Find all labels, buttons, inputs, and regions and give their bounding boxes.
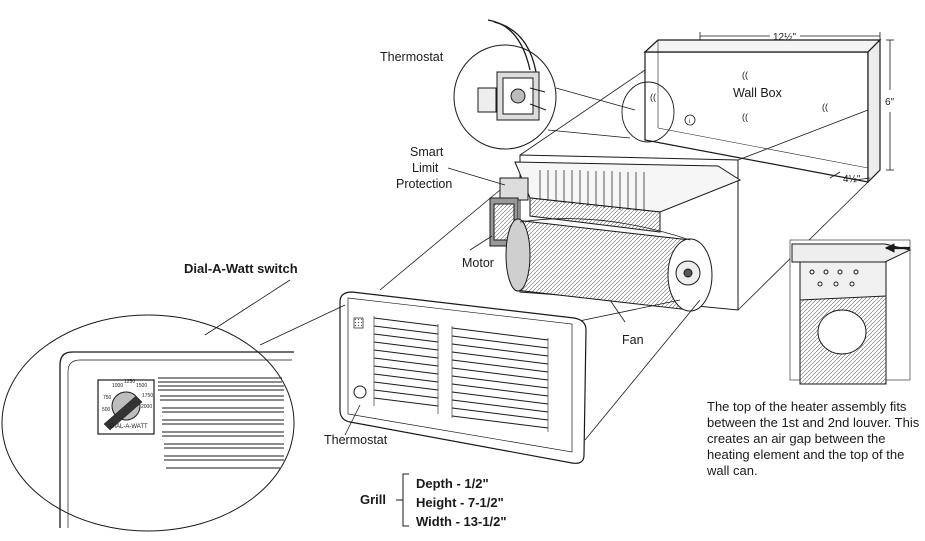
fan-label: Fan — [622, 333, 644, 347]
svg-text:((: (( — [822, 102, 828, 112]
dial-value: 2000 — [141, 404, 153, 410]
svg-text:((: (( — [742, 112, 748, 122]
wall-box-width-dimension: 12½" — [773, 32, 797, 43]
smart-limit-label-1: Smart — [410, 145, 444, 159]
dial-value: 1000 — [112, 383, 124, 389]
wall-box-label: Wall Box — [733, 86, 782, 100]
dial-a-watt-label: Dial-A-Watt switch — [184, 261, 298, 276]
dial-value: 1500 — [136, 383, 148, 389]
dimension-lines — [699, 32, 894, 181]
wall-box-depth-dimension: 4½" — [843, 174, 861, 185]
dial-value: 750 — [103, 395, 112, 401]
thermostat-bottom-label: Thermostat — [324, 433, 388, 447]
thermostat-detail — [453, 19, 557, 150]
svg-text:((: (( — [650, 92, 656, 102]
wall-box-height-dimension: 6" — [885, 97, 895, 108]
dial-brand-label: DIAL-A-WATT — [110, 424, 148, 430]
svg-text:((: (( — [742, 70, 748, 80]
dial-value: 500 — [102, 407, 111, 413]
dial-a-watt-leader — [204, 279, 346, 346]
grill — [339, 291, 587, 464]
louver-inset-detail — [789, 239, 912, 385]
thermostat-top-label: Thermostat — [380, 50, 444, 64]
thermostat-leader — [547, 87, 636, 139]
dial-value: 1750 — [142, 393, 154, 399]
label-leaders — [344, 167, 626, 436]
grill-spec-height: Height - 7-1/2" — [416, 495, 504, 510]
wall-box: i (( (( (( (( — [643, 38, 882, 184]
grill-label: Grill — [360, 492, 387, 507]
dial-value: 1250 — [124, 379, 136, 385]
grill-spec-bracket — [396, 473, 409, 527]
smart-limit-label-2: Limit — [412, 161, 439, 175]
louver-note: The top of the heater assembly fits betw… — [707, 399, 920, 478]
grill-spec-width: Width - 13-1/2" — [416, 514, 507, 529]
dial-a-watt-detail — [1, 314, 295, 532]
wall-box-detail-circle — [621, 81, 675, 143]
grill-spec-depth: Depth - 1/2" — [416, 476, 489, 491]
svg-text:i: i — [689, 119, 690, 125]
smart-limit-label-3: Protection — [396, 177, 453, 191]
motor-label: Motor — [462, 256, 494, 270]
grill-spec-list: Depth - 1/2" Height - 7-1/2" Width - 13-… — [416, 474, 507, 531]
heater-assembly — [489, 154, 742, 312]
